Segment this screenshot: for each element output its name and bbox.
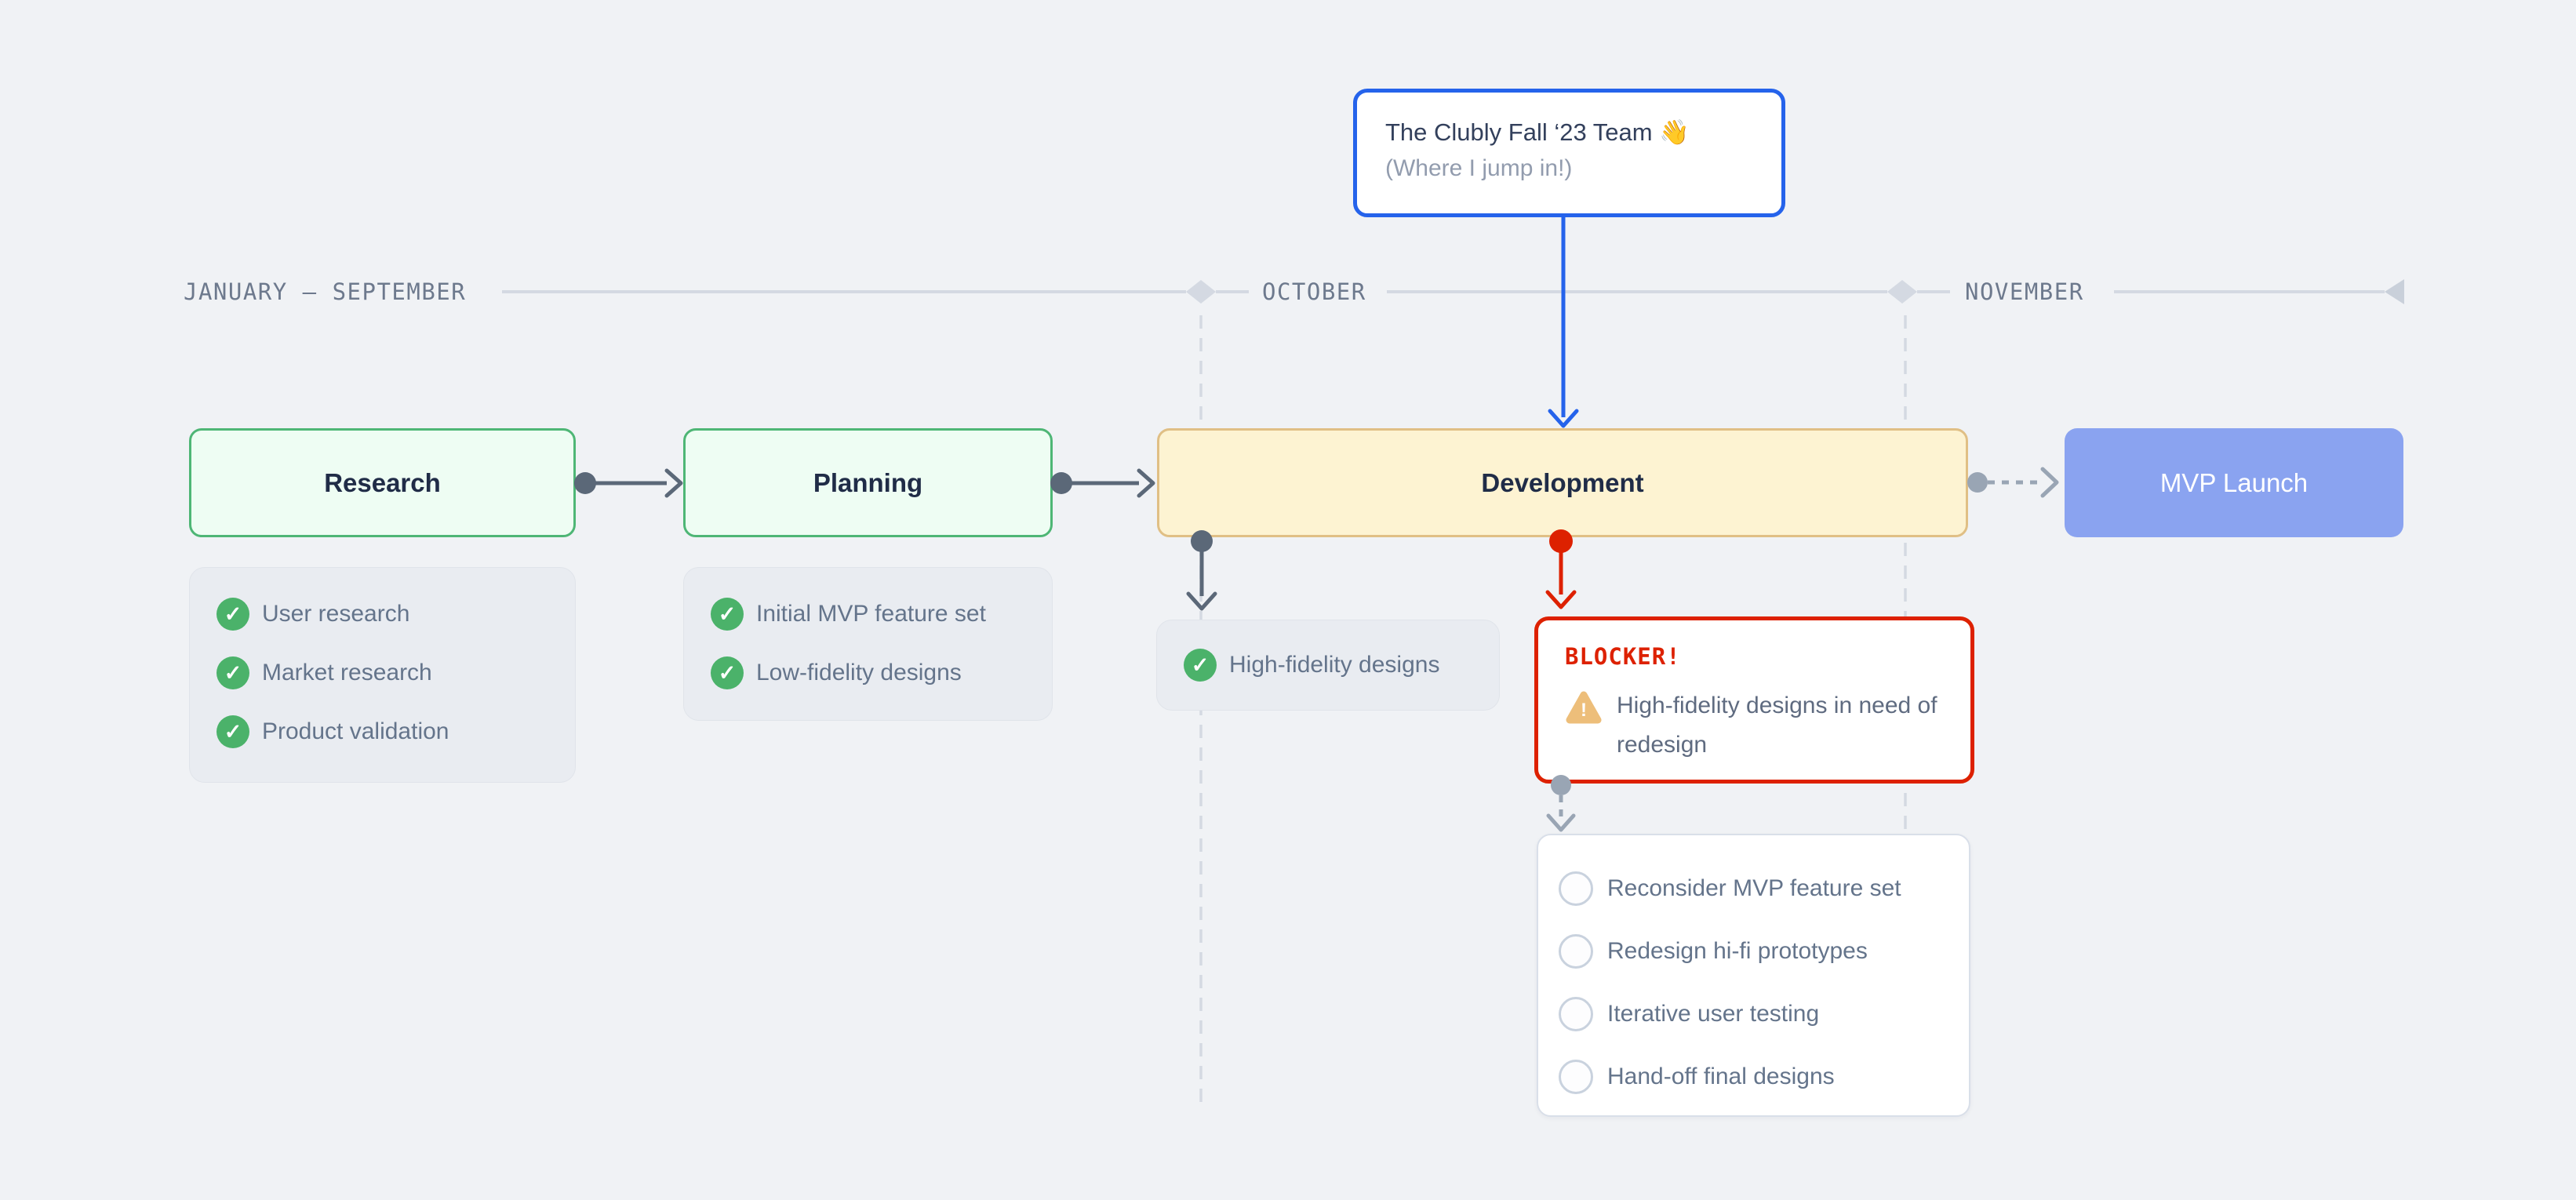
radio-unchecked-icon[interactable] — [1559, 997, 1593, 1031]
research-checklist-card: ✓ User research ✓ Market research ✓ Prod… — [189, 567, 576, 783]
timeline-diamond-october — [1186, 280, 1216, 304]
checklist-item-label: Product validation — [262, 718, 449, 744]
warning-icon: ! — [1566, 691, 1602, 724]
check-icon: ✓ — [216, 598, 249, 631]
timeline-end-arrow — [2385, 279, 2404, 304]
blocker-title: BLOCKER! — [1565, 643, 1681, 670]
task-item[interactable]: Iterative user testing — [1559, 997, 1969, 1031]
checklist-item: ✓ Low-fidelity designs — [711, 656, 1052, 689]
check-icon: ✓ — [216, 656, 249, 689]
task-item-label: Reconsider MVP feature set — [1607, 875, 1901, 901]
timeline-label-october: OCTOBER — [1262, 278, 1366, 305]
checklist-item-label: Low-fidelity designs — [756, 660, 962, 685]
task-item[interactable]: Redesign hi-fi prototypes — [1559, 934, 1969, 969]
stage-mvp-launch[interactable]: MVP Launch — [2065, 428, 2403, 537]
task-item-label: Hand-off final designs — [1607, 1064, 1835, 1089]
stage-research-label: Research — [324, 467, 441, 497]
stage-planning[interactable]: Planning — [683, 428, 1053, 537]
stage-research[interactable]: Research — [189, 428, 576, 537]
check-icon: ✓ — [711, 656, 744, 689]
radio-unchecked-icon[interactable] — [1559, 934, 1593, 969]
checklist-item: ✓ High-fidelity designs — [1184, 649, 1439, 682]
timeline-diamond-november — [1887, 280, 1917, 304]
task-item-label: Iterative user testing — [1607, 1001, 1820, 1027]
stage-planning-label: Planning — [813, 467, 923, 497]
blocker-message: High-fidelity designs in need of redesig… — [1617, 693, 1937, 758]
redesign-task-list-card: Reconsider MVP feature set Redesign hi-f… — [1537, 834, 1970, 1117]
checklist-item-label: Market research — [262, 660, 432, 685]
task-item[interactable]: Hand-off final designs — [1559, 1060, 1969, 1094]
check-icon: ✓ — [711, 598, 744, 631]
radio-unchecked-icon[interactable] — [1559, 1060, 1593, 1094]
timeline-label-jan-sep: JANUARY — SEPTEMBER — [184, 278, 467, 305]
checklist-item: ✓ Product validation — [216, 715, 575, 748]
highfi-designs-card: ✓ High-fidelity designs — [1156, 620, 1500, 711]
callout-title: The Clubly Fall ‘23 Team 👋 — [1385, 118, 1690, 146]
check-icon: ✓ — [1184, 649, 1217, 682]
checklist-item-label: User research — [262, 601, 410, 627]
svg-text:!: ! — [1581, 700, 1587, 721]
checklist-item-label: Initial MVP feature set — [756, 601, 986, 627]
callout-subtitle: (Where I jump in!) — [1385, 155, 1573, 181]
timeline-label-november: NOVEMBER — [1965, 278, 2084, 305]
checklist-item: ✓ User research — [216, 598, 575, 631]
checklist-item: ✓ Market research — [216, 656, 575, 689]
stage-mvp-launch-label: MVP Launch — [2159, 467, 2309, 497]
radio-unchecked-icon[interactable] — [1559, 871, 1593, 906]
check-icon: ✓ — [216, 715, 249, 748]
blocker-card[interactable]: BLOCKER! ! High-fidelity designs in need… — [1534, 616, 1974, 784]
task-item-label: Redesign hi-fi prototypes — [1607, 938, 1868, 964]
stage-development[interactable]: Development — [1157, 428, 1968, 537]
stage-development-label: Development — [1481, 467, 1644, 497]
checklist-item: ✓ Initial MVP feature set — [711, 598, 1052, 631]
planning-checklist-card: ✓ Initial MVP feature set ✓ Low-fidelity… — [683, 567, 1053, 721]
task-item[interactable]: Reconsider MVP feature set — [1559, 871, 1969, 906]
team-callout-card[interactable]: The Clubly Fall ‘23 Team 👋 (Where I jump… — [1353, 89, 1785, 217]
checklist-item-label: High-fidelity designs — [1229, 652, 1440, 678]
